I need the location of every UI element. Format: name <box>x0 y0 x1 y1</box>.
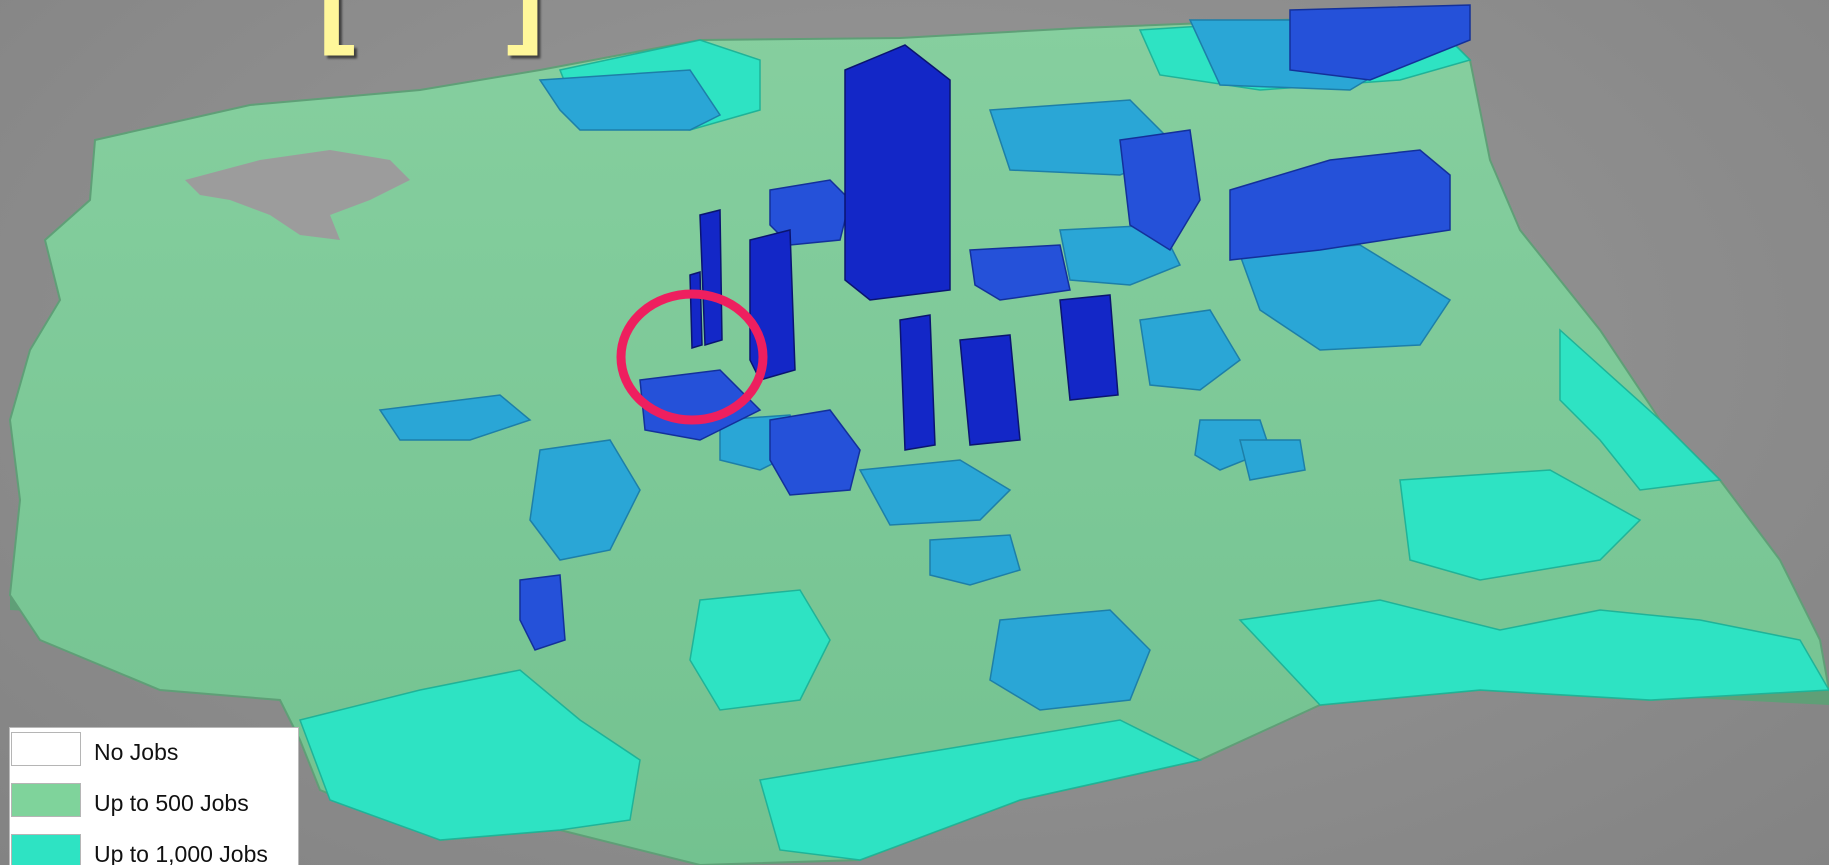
legend-swatch-no-jobs <box>11 732 81 766</box>
legend-label: Up to 1,000 Jobs <box>94 841 268 865</box>
legend-swatch-up-to-500 <box>11 783 81 817</box>
legend-label: No Jobs <box>94 739 179 765</box>
zone-mid-blue <box>378 19 1452 711</box>
legend-item-no-jobs: No Jobs <box>10 728 300 768</box>
legend-swatch-up-to-1000 <box>11 834 81 865</box>
legend-label: Up to 500 Jobs <box>94 790 249 816</box>
legend-item-up-to-500: Up to 500 Jobs <box>10 779 300 819</box>
highlight-circle <box>616 289 768 425</box>
zone-high-blue <box>519 4 1471 651</box>
terrain-hole <box>185 150 410 240</box>
legend-item-up-to-1000: Up to 1,000 Jobs <box>10 830 300 865</box>
zone-top-blue <box>689 44 1119 451</box>
slide-title-fragment: [ ] <box>318 0 604 50</box>
map-legend: No Jobs Up to 500 Jobs Up to 1,000 Jobs <box>9 727 299 865</box>
